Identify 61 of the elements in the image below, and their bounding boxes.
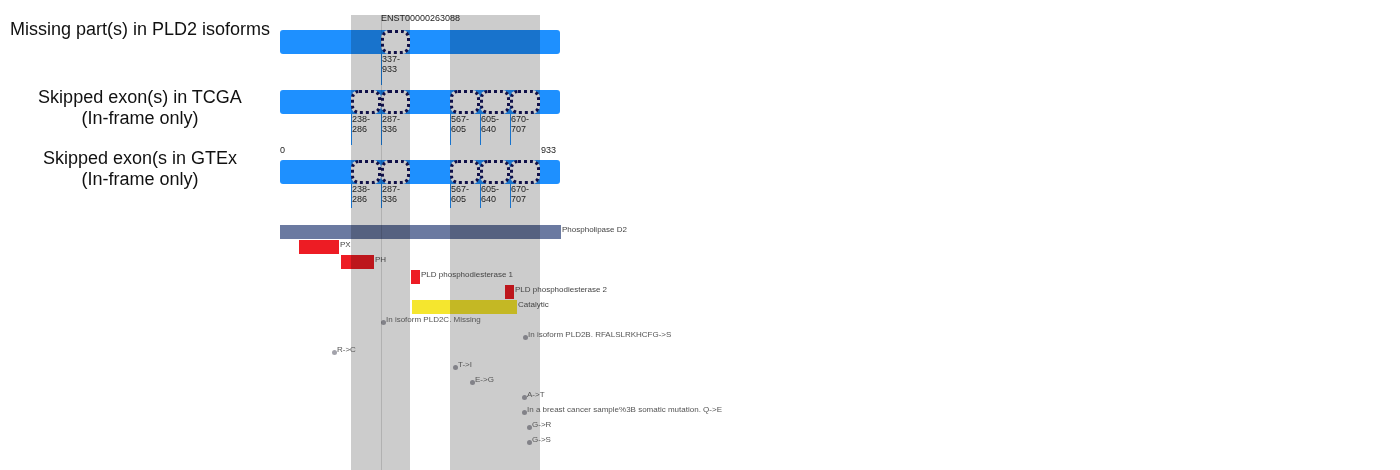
variant-dot-icon bbox=[526, 439, 532, 445]
variant-dot-icon bbox=[331, 349, 337, 355]
exon-range-label: 238-286 bbox=[352, 184, 371, 204]
domain-bar bbox=[341, 255, 374, 269]
skipped-exon-box bbox=[510, 160, 540, 184]
skipped-exon-box bbox=[381, 30, 410, 54]
variant-dot-icon bbox=[452, 364, 458, 370]
protein-track-bar bbox=[280, 160, 560, 184]
protein-track-bar bbox=[280, 90, 560, 114]
skipped-exon-box bbox=[480, 160, 510, 184]
exon-range-label: 567-605 bbox=[451, 114, 470, 134]
axis-label: 0 bbox=[280, 145, 285, 156]
domain-label: PH bbox=[375, 255, 387, 265]
exon-range-label: 670-707 bbox=[511, 184, 530, 204]
exon-range-label: 605-640 bbox=[481, 184, 500, 204]
variant-dot-icon bbox=[380, 319, 386, 325]
variant-dot-icon bbox=[522, 334, 528, 340]
domain-label: PX bbox=[340, 240, 351, 250]
domain-bar bbox=[280, 225, 561, 239]
exon-range-label: 605-640 bbox=[481, 114, 500, 134]
transcript-id-label: ENST00000263088 bbox=[381, 13, 461, 24]
skipped-exon-box bbox=[351, 160, 381, 184]
variant-label: G->S bbox=[532, 435, 551, 445]
variant-label: R->C bbox=[337, 345, 356, 355]
skipped-exon-box bbox=[450, 160, 480, 184]
variant-dot-icon bbox=[521, 409, 527, 415]
domain-label: Catalytic bbox=[518, 300, 549, 310]
skipped-exon-box bbox=[351, 90, 381, 114]
track-heading: Missing part(s) in PLD2 isoforms bbox=[8, 19, 272, 40]
skipped-exon-box bbox=[381, 90, 410, 114]
variant-label: In isoform PLD2C. Missing bbox=[386, 315, 481, 325]
variant-label: T->I bbox=[458, 360, 472, 370]
variant-dot-icon bbox=[526, 424, 532, 430]
domain-bar bbox=[299, 240, 339, 254]
domain-label: PLD phosphodiesterase 1 bbox=[421, 270, 514, 280]
skipped-exon-box bbox=[381, 160, 410, 184]
exon-range-label: 567-605 bbox=[451, 184, 470, 204]
domain-label: Phospholipase D2 bbox=[562, 225, 627, 235]
exon-range-label: 670-707 bbox=[511, 114, 530, 134]
axis-label: 933 bbox=[541, 145, 557, 156]
exon-range-label: 238-286 bbox=[352, 114, 371, 134]
exon-range-label: 337-933 bbox=[382, 54, 401, 74]
domain-bar bbox=[505, 285, 514, 299]
protein-track-bar bbox=[280, 30, 560, 54]
skipped-exon-box bbox=[450, 90, 480, 114]
track-heading: Skipped exon(s) in TCGA (In-frame only) bbox=[37, 87, 243, 129]
skipped-exon-box bbox=[480, 90, 510, 114]
domain-bar bbox=[412, 300, 517, 314]
exon-range-label: 287-336 bbox=[382, 114, 401, 134]
exon-range-label: 287-336 bbox=[382, 184, 401, 204]
variant-dot-icon bbox=[469, 379, 475, 385]
variant-label: E->G bbox=[475, 375, 494, 385]
variant-label: A->T bbox=[527, 390, 545, 400]
skipped-exon-box bbox=[510, 90, 540, 114]
variant-dot-icon bbox=[521, 394, 527, 400]
track-heading: Skipped exon(s in GTEx (In-frame only) bbox=[41, 148, 239, 190]
variant-label: G->R bbox=[532, 420, 552, 430]
domain-bar bbox=[411, 270, 420, 284]
domain-label: PLD phosphodiesterase 2 bbox=[515, 285, 608, 295]
variant-label: In a breast cancer sample%3B somatic mutation. Q->E bbox=[527, 405, 722, 415]
variant-label: In isoform PLD2B. RFALSLRKHCFG->S bbox=[528, 330, 672, 340]
